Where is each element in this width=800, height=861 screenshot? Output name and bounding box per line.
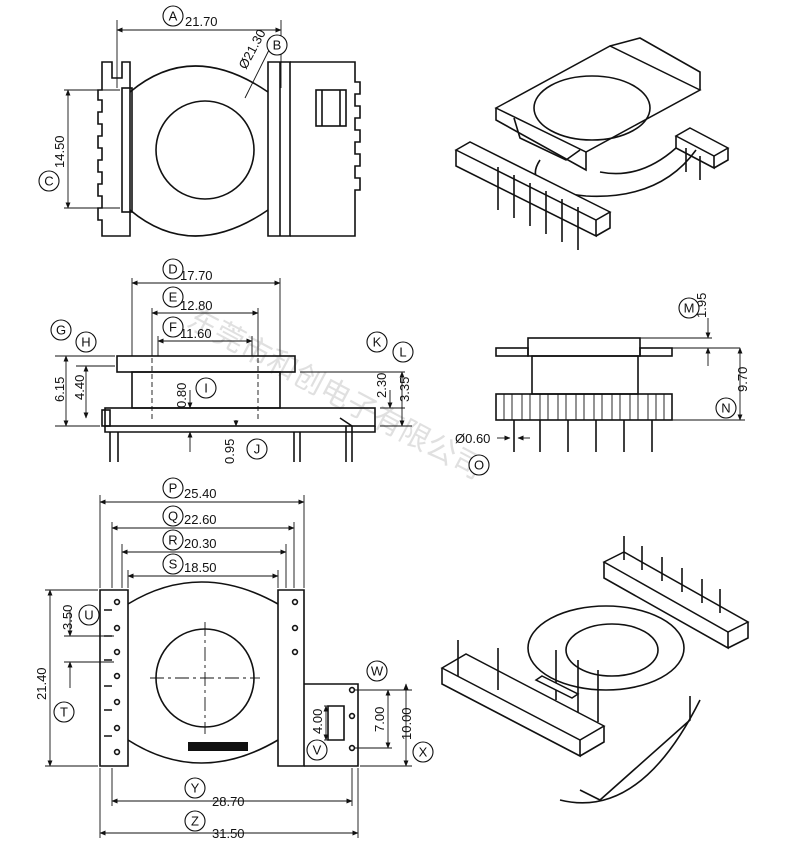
callout-bubble-s bbox=[162, 553, 184, 575]
callout-bubble-a bbox=[162, 5, 184, 27]
dim-K-value: 2.30 bbox=[374, 373, 389, 398]
callout-label-w: W bbox=[371, 664, 384, 679]
callout-label-h: H bbox=[81, 335, 90, 350]
pin-holes-right bbox=[291, 598, 356, 752]
dim-A-value: 21.70 bbox=[185, 14, 218, 29]
callout-bubble-o bbox=[468, 454, 490, 476]
callout-bubble-c bbox=[38, 170, 60, 192]
callout-label-s: S bbox=[169, 557, 178, 572]
callout-bubble-r bbox=[162, 529, 184, 551]
callout-label-e: E bbox=[169, 290, 178, 305]
callout-bubble-t bbox=[53, 701, 75, 723]
callout-label-u: U bbox=[84, 608, 93, 623]
callout-label-v: V bbox=[313, 743, 322, 758]
dim-U-value: 3.50 bbox=[60, 605, 75, 630]
callout-bubble-v bbox=[306, 739, 328, 761]
callout-bubble-u bbox=[78, 604, 100, 626]
dim-W-value: 7.00 bbox=[372, 707, 387, 732]
callout-label-t: T bbox=[60, 705, 68, 720]
isometric-view-top bbox=[454, 37, 730, 250]
side-view: 1.95 9.70 Ø0.60 bbox=[455, 293, 750, 452]
callout-bubble-x bbox=[412, 741, 434, 763]
dim-B-value: Ø21.30 bbox=[235, 27, 268, 72]
callout-label-m: M bbox=[684, 301, 695, 316]
dim-L-value: 3.35 bbox=[397, 377, 412, 402]
callout-label-d: D bbox=[168, 262, 177, 277]
callout-label-c: C bbox=[44, 174, 53, 189]
callout-label-b: B bbox=[273, 38, 282, 53]
callout-label-y: Y bbox=[191, 781, 200, 796]
callout-bubble-q bbox=[162, 505, 184, 527]
dim-R-value: 20.30 bbox=[184, 536, 217, 551]
dim-I-value: 0.80 bbox=[174, 383, 189, 408]
callout-bubble-i bbox=[195, 377, 217, 399]
callout-label-j: J bbox=[254, 442, 261, 457]
dim-G-value: 6.15 bbox=[52, 377, 67, 402]
callout-label-i: I bbox=[204, 381, 208, 396]
front-view: 17.70 12.80 11.60 6.15 4.40 0.80 0.95 2.… bbox=[52, 268, 412, 464]
dim-O-value: Ø0.60 bbox=[455, 431, 490, 446]
callout-label-n: N bbox=[721, 401, 730, 416]
callout-label-a: A bbox=[169, 9, 178, 24]
dim-H-value: 4.40 bbox=[72, 375, 87, 400]
callout-bubble-w bbox=[366, 660, 388, 682]
isometric-view-bottom bbox=[440, 536, 750, 804]
top-view: 21.70 Ø21.30 14.50 bbox=[52, 14, 361, 237]
polarity-bar bbox=[188, 742, 248, 751]
callout-label-l: L bbox=[399, 345, 406, 360]
callout-label-k: K bbox=[373, 335, 382, 350]
callout-label-p: P bbox=[169, 481, 178, 496]
callout-bubble-f bbox=[162, 316, 184, 338]
dim-Q-value: 22.60 bbox=[184, 512, 217, 527]
callout-bubble-j bbox=[246, 438, 268, 460]
callout-bubble-p bbox=[162, 477, 184, 499]
callout-label-q: Q bbox=[168, 509, 178, 524]
dim-J-value: 0.95 bbox=[222, 439, 237, 464]
callout-label-o: O bbox=[474, 458, 484, 473]
callout-label-f: F bbox=[169, 320, 177, 335]
callout-bubble-k bbox=[366, 331, 388, 353]
callout-bubble-g bbox=[50, 319, 72, 341]
dim-T-value: 21.40 bbox=[34, 667, 49, 700]
callout-bubble-n bbox=[715, 397, 737, 419]
dim-X-value: 10.00 bbox=[399, 707, 414, 740]
callout-bubble-l bbox=[392, 341, 414, 363]
callout-label-x: X bbox=[419, 745, 428, 760]
callout-bubble-m bbox=[678, 297, 700, 319]
callout-bubble-e bbox=[162, 286, 184, 308]
callout-label-r: R bbox=[168, 533, 177, 548]
dim-C-value: 14.50 bbox=[52, 135, 67, 168]
callout-bubble-b bbox=[266, 34, 288, 56]
dim-Y-value: 28.70 bbox=[212, 794, 245, 809]
dim-F-value: 11.60 bbox=[180, 326, 212, 341]
dim-Z-value: 31.50 bbox=[212, 826, 245, 841]
dim-D-value: 17.70 bbox=[180, 268, 213, 283]
bottom-view: 25.40 22.60 20.30 18.50 21.40 3.50 4.00 … bbox=[34, 486, 414, 841]
callout-bubble-h bbox=[75, 331, 97, 353]
callout-bubble-z bbox=[184, 810, 206, 832]
dim-E-value: 12.80 bbox=[180, 298, 213, 313]
callout-label-z: Z bbox=[191, 814, 199, 829]
dim-N-value: 9.70 bbox=[735, 367, 750, 392]
dim-V-value: 4.00 bbox=[310, 709, 325, 734]
callout-label-g: G bbox=[56, 323, 66, 338]
pin-slots-left bbox=[104, 609, 112, 737]
dim-P-value: 25.40 bbox=[184, 486, 217, 501]
callout-bubble-d bbox=[162, 258, 184, 280]
callout-bubble-y bbox=[184, 777, 206, 799]
dim-S-value: 18.50 bbox=[184, 560, 217, 575]
pin-holes-left bbox=[113, 598, 121, 756]
